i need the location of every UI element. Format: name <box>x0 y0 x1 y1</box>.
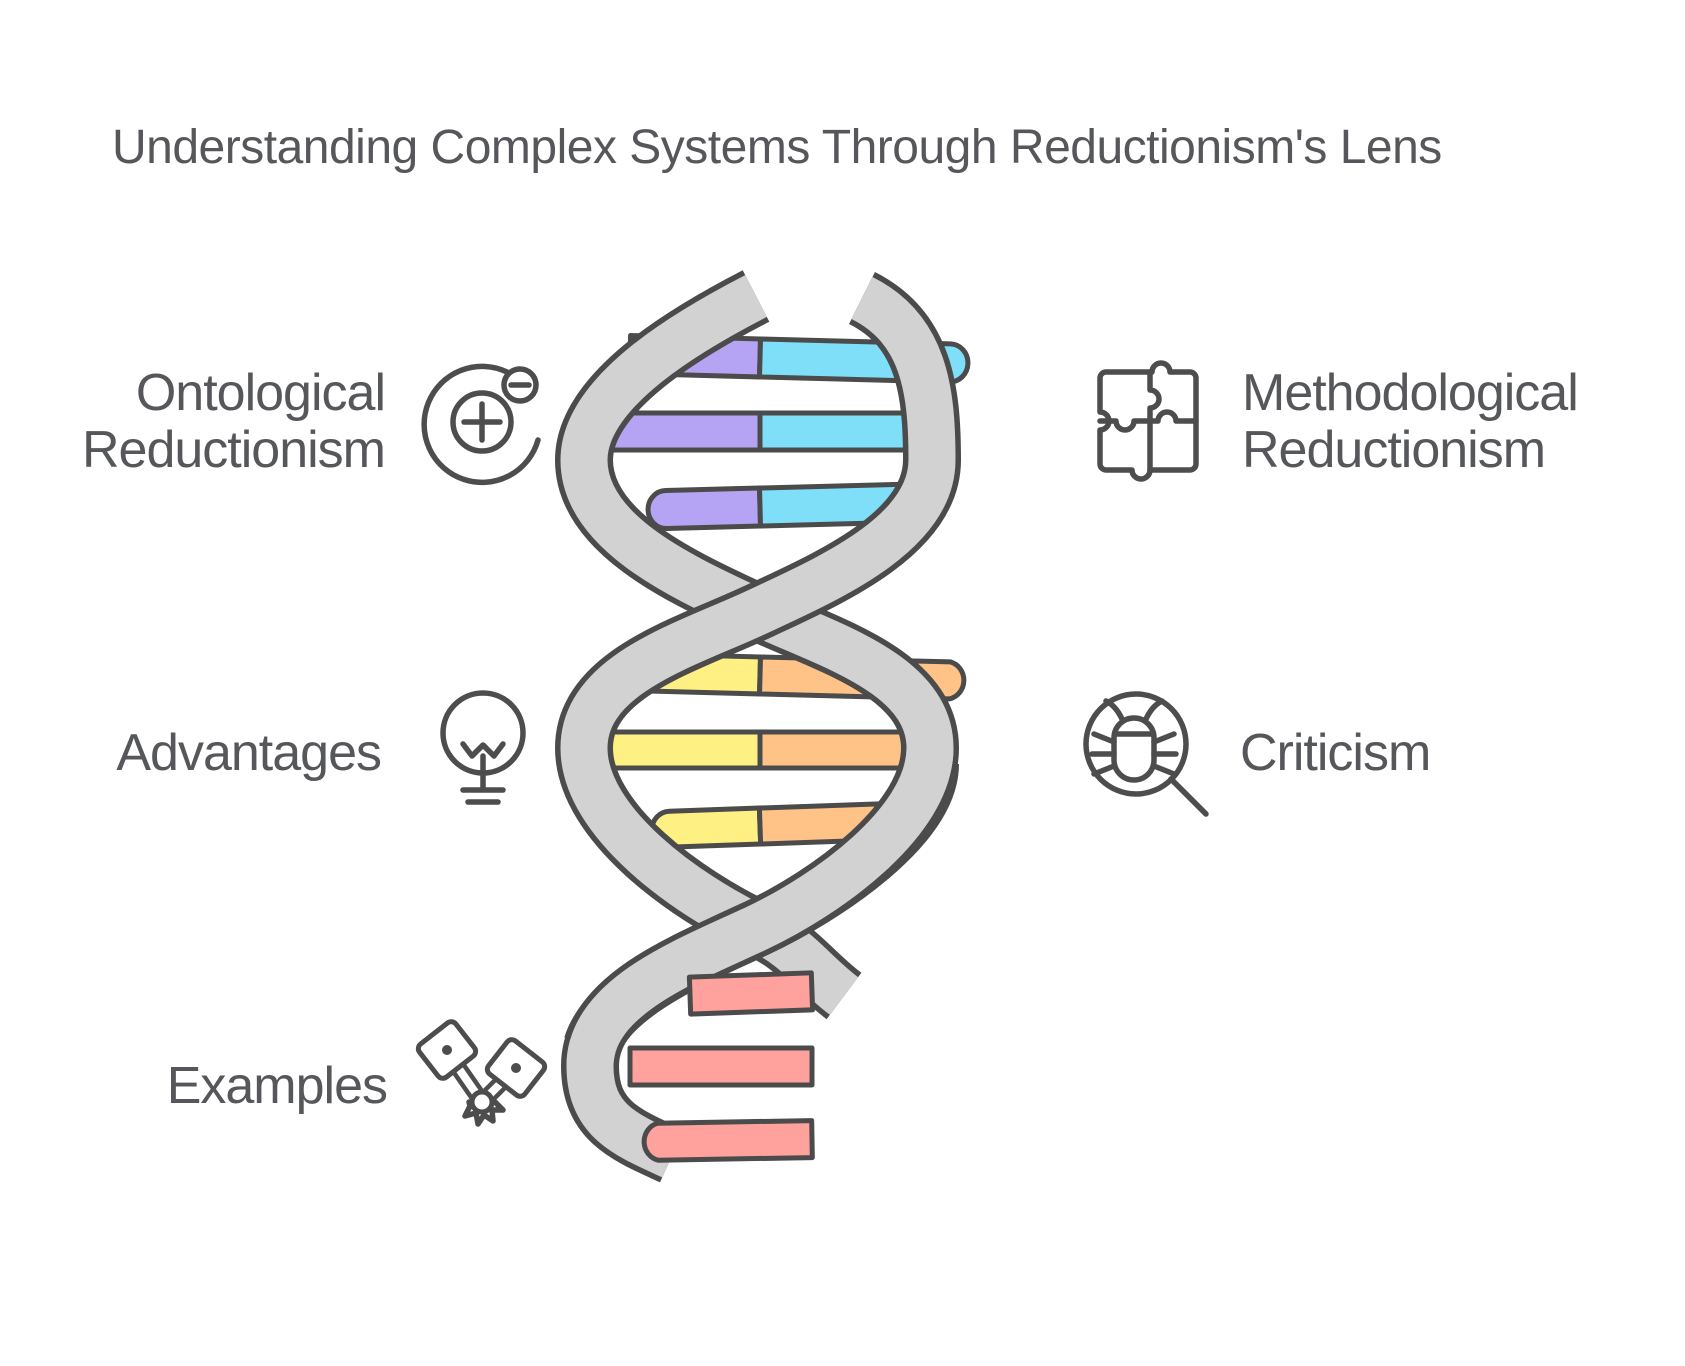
label-line: Advantages <box>116 724 382 782</box>
dna-rung <box>593 729 953 771</box>
label-examples: Examples <box>166 1057 388 1115</box>
dna-strand-left-patch <box>564 746 959 1068</box>
label-line: Methodological <box>1242 364 1579 422</box>
label-line: Reductionism <box>81 421 386 479</box>
label-criticism: Criticism <box>1240 724 1431 782</box>
page-title: Understanding Complex Systems Through Re… <box>112 121 1442 174</box>
dna-helix <box>554 270 971 1183</box>
label-advantages: Advantages <box>116 724 382 782</box>
label-ontological-reductionism: Ontological Reductionism <box>81 364 386 479</box>
dna-rung <box>627 1045 815 1088</box>
label-line: Reductionism <box>1242 421 1546 479</box>
puzzle-icon <box>1097 360 1199 482</box>
atom-icon <box>421 363 541 486</box>
pistons-icon <box>415 1019 548 1127</box>
dna-rung <box>641 1118 815 1163</box>
label-line: Ontological <box>135 364 386 422</box>
lightbulb-icon <box>440 690 526 805</box>
label-methodological-reductionism: Methodological Reductionism <box>1242 364 1579 479</box>
dna-rung <box>593 410 953 453</box>
bug-magnifier-icon <box>1083 691 1209 817</box>
dna-rungs-bottom <box>627 970 816 1163</box>
dna-rung <box>686 970 816 1017</box>
label-line: Criticism <box>1240 724 1431 782</box>
label-line: Examples <box>166 1057 388 1115</box>
